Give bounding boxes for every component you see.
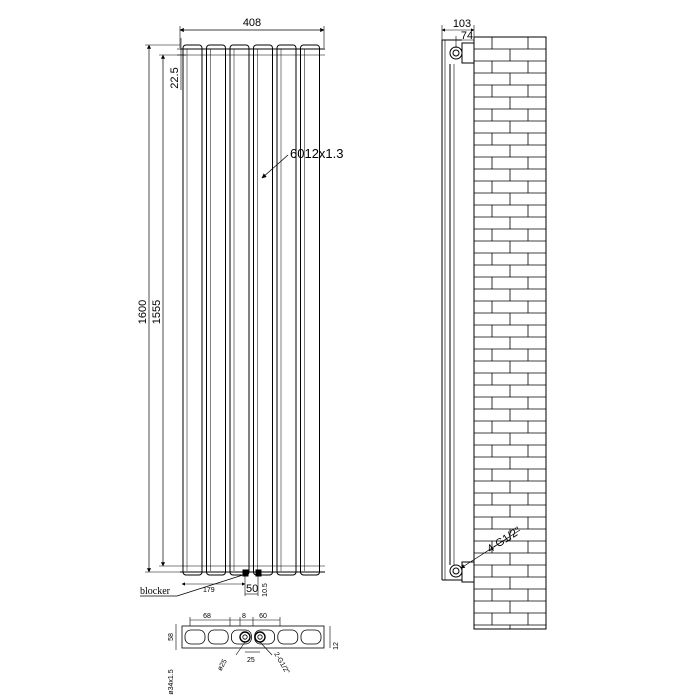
offset-179-label: 179 [203,587,215,594]
plan-rail-label: ø34x1.5 [168,669,175,694]
tube-leader-line [261,154,289,179]
valve-leader [460,529,521,569]
plan-tube-5 [277,629,299,645]
plan-view [175,617,331,656]
front-view-labels: 408 1600 1555 22.5 6012x1.3 blocker 179 … [137,17,344,597]
spacing-50-label: 50 [246,583,258,595]
bottom-pipe-circle [449,564,463,578]
plan-pipe-right-inner [257,634,263,640]
plan-left-label: 68 [203,613,211,620]
side-view-labels: 103 74 4-G1/2" [453,18,523,556]
plan-tube-1 [184,629,206,645]
width-dimension-label: 408 [243,17,261,29]
plan-right-small-label: 12 [333,642,340,650]
plan-pipe-left [239,631,251,643]
plan-right-label: 60 [259,613,267,620]
valve-connector-right [255,569,262,577]
tube-1 [182,44,203,576]
tube-3 [229,44,250,576]
plan-pipe-leader-left [235,641,246,656]
plan-tube-3 [230,629,252,645]
plan-height-label: 58 [168,633,175,641]
plan-pipe-leader-right [259,641,273,656]
depth-103-label: 103 [453,18,471,30]
height-1555-label: 1555 [151,300,163,324]
plan-tube-6 [300,629,322,645]
tube-5 [276,44,297,576]
plan-thread-label: 2-G1/2" [272,651,290,676]
tube-4 [253,44,273,576]
top-offset-label: 22.5 [169,67,181,88]
depth-74-label: 74 [461,30,473,42]
tube-size-label: 6012x1.3 [290,146,344,161]
brick-pattern [474,37,546,629]
small-10-5-label: 10.5 [262,583,269,597]
radiator-tubes [182,44,320,576]
tube-6 [300,44,320,576]
valve-connector-left [242,569,249,577]
height-1600-label: 1600 [137,300,149,324]
plan-spacing-label: 25 [247,657,255,664]
plan-tube-2 [207,629,229,645]
bottom-bracket [461,561,475,583]
plan-outline [181,625,325,649]
top-pipe-circle [449,46,463,60]
front-view [140,26,325,597]
plan-tube-rounded-rects [184,629,322,645]
plan-pipe-label: ø25 [217,658,229,672]
bottom-pipe-inner [452,567,460,575]
valve-thread-label: 4-G1/2" [485,525,523,556]
side-view [441,25,547,630]
plan-pipe-right [254,631,266,643]
plan-mid-label: 8 [242,613,246,620]
top-pipe-inner [452,49,460,57]
tube-2 [206,44,226,576]
plan-view-labels: 68 8 60 58 ø34x1.5 ø25 25 2-G1/2" 12 [168,613,340,695]
plan-pipe-left-inner [242,634,248,640]
blocker-label: blocker [140,586,171,597]
top-bracket [461,42,475,64]
